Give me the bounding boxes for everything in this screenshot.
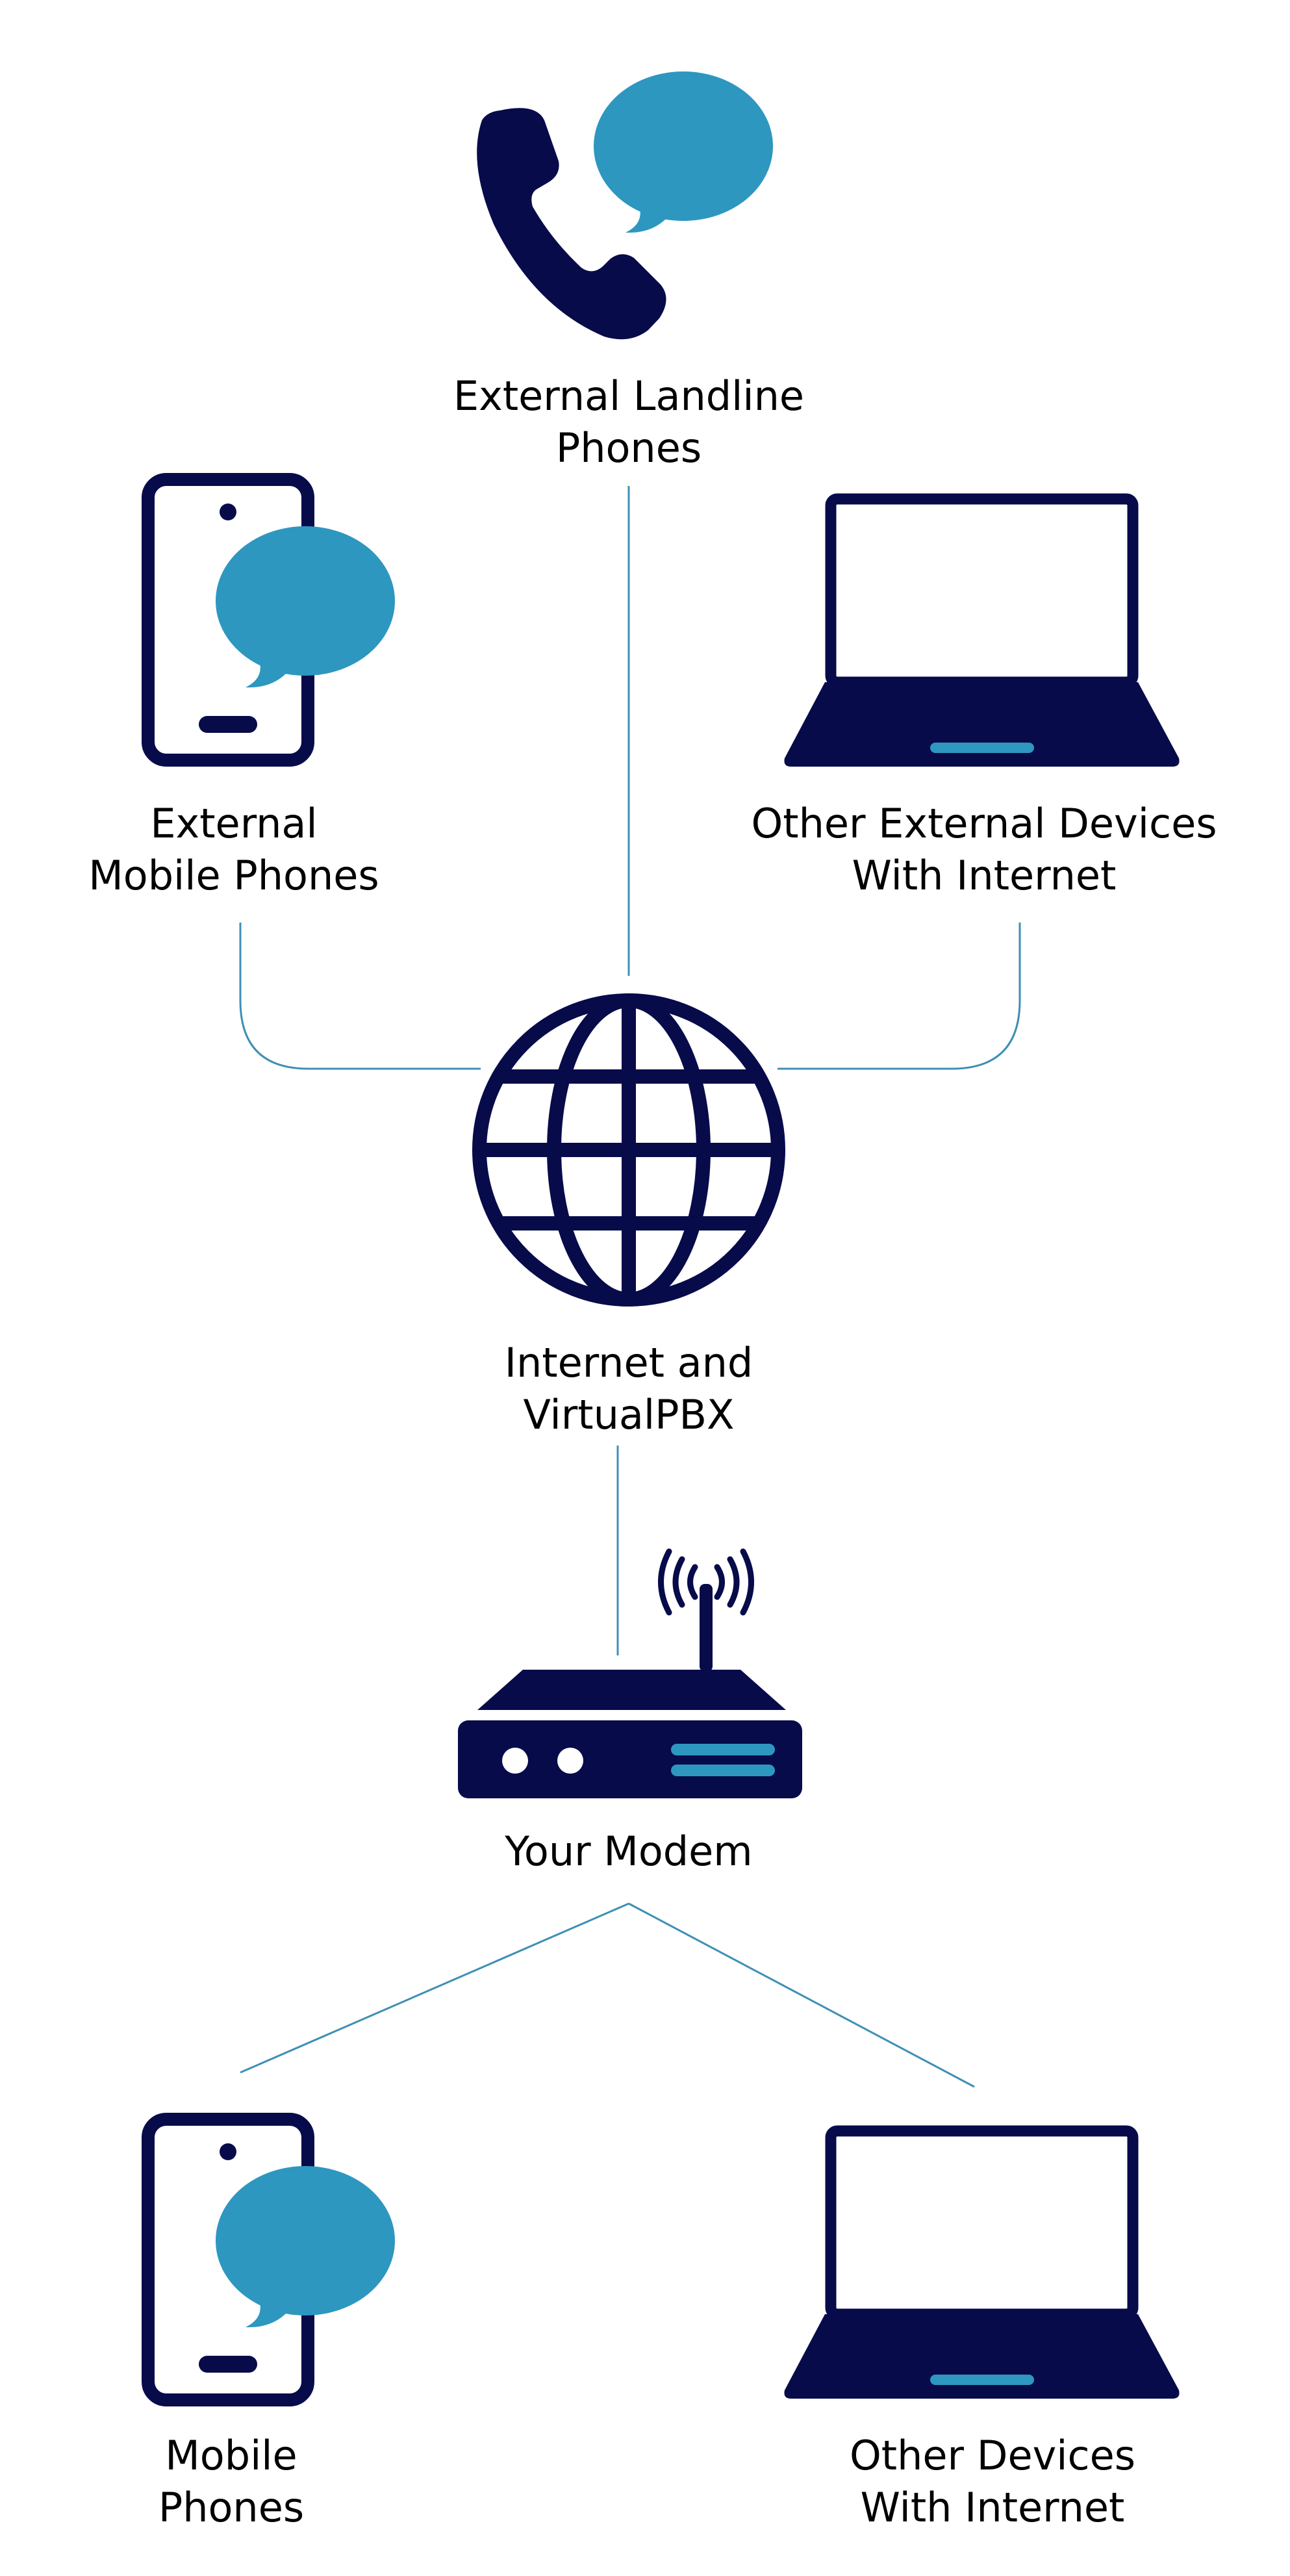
modem-vent-1 xyxy=(671,1744,775,1755)
connector-modem-mobile xyxy=(240,1902,629,2074)
connector-ext-mobile-internet xyxy=(239,923,481,1070)
wifi-arc-left-outer xyxy=(658,1548,672,1616)
connector-ext-devices-internet xyxy=(778,923,1021,1070)
wifi-arc-right-inner xyxy=(714,1564,725,1600)
label-line-1: External Landline xyxy=(453,372,805,420)
laptop-trackpad xyxy=(930,2375,1034,2385)
speech-bubble-tail xyxy=(246,2302,289,2328)
connectors xyxy=(239,486,1021,2088)
modem-antenna xyxy=(700,1584,713,1672)
wifi-signal-icon xyxy=(658,1548,754,1616)
connector-modem-devices xyxy=(628,1902,975,2088)
laptop-base xyxy=(784,2314,1180,2399)
wifi-arc-left-middle xyxy=(672,1556,685,1608)
label-external-landline-phones: External Landline Phones xyxy=(369,370,889,474)
laptop-screen xyxy=(825,493,1139,688)
wifi-arc-left-inner xyxy=(687,1564,698,1600)
laptop-trackpad xyxy=(930,743,1034,753)
wifi-arc-right-middle xyxy=(727,1556,740,1608)
wifi-arc-right-outer xyxy=(740,1548,754,1616)
label-line-2: With Internet xyxy=(852,852,1117,899)
phone-camera xyxy=(220,2143,236,2160)
ext-laptop-icon xyxy=(784,493,1180,767)
speech-bubble-icon xyxy=(594,71,773,221)
globe-icon xyxy=(472,993,785,1307)
speech-bubble-icon xyxy=(216,2166,395,2315)
label-line-1: Your Modem xyxy=(505,1828,753,1875)
modem-vent-2 xyxy=(671,1765,775,1776)
laptop-screen xyxy=(825,2125,1139,2320)
modem-top xyxy=(477,1670,786,1710)
modem-body xyxy=(458,1720,802,1798)
ext-mobile-phone-icon xyxy=(142,473,395,767)
label-your-modem: Your Modem xyxy=(434,1826,824,1878)
handset-icon xyxy=(477,108,666,340)
laptop-icon xyxy=(784,2125,1180,2399)
label-line-2: Phones xyxy=(555,424,702,472)
label-internet-virtualpbx: Internet and VirtualPBX xyxy=(434,1337,824,1441)
mobile-phone-icon xyxy=(142,2113,395,2406)
speech-bubble-tail xyxy=(246,663,289,688)
speech-bubble-icon xyxy=(216,526,395,676)
phone-home-bar xyxy=(199,716,257,733)
label-line-2: With Internet xyxy=(860,2484,1125,2531)
label-line-2: VirtualPBX xyxy=(523,1391,735,1438)
label-external-mobile-phones: External Mobile Phones xyxy=(39,798,429,902)
wireless-modem-icon xyxy=(458,1548,802,1798)
modem-led-2 xyxy=(557,1748,583,1774)
label-mobile-phones: Mobile Phones xyxy=(101,2430,361,2534)
phone-camera xyxy=(220,504,236,520)
label-line-1: Other Devices xyxy=(849,2432,1136,2479)
label-line-1: Mobile xyxy=(165,2432,297,2479)
label-line-2: Mobile Phones xyxy=(88,852,379,899)
modem-led-1 xyxy=(502,1748,528,1774)
label-other-external-devices: Other External Devices With Internet xyxy=(705,798,1263,902)
speech-bubble-tail xyxy=(626,208,669,233)
laptop-base xyxy=(784,682,1180,767)
label-line-2: Phones xyxy=(158,2484,305,2531)
landline-phone-with-speech-bubble-icon xyxy=(477,71,773,340)
label-line-1: Other External Devices xyxy=(751,800,1217,847)
label-line-1: Internet and xyxy=(504,1339,753,1386)
label-other-devices: Other Devices With Internet xyxy=(798,2430,1187,2534)
phone-home-bar xyxy=(199,2356,257,2373)
label-line-1: External xyxy=(150,800,318,847)
